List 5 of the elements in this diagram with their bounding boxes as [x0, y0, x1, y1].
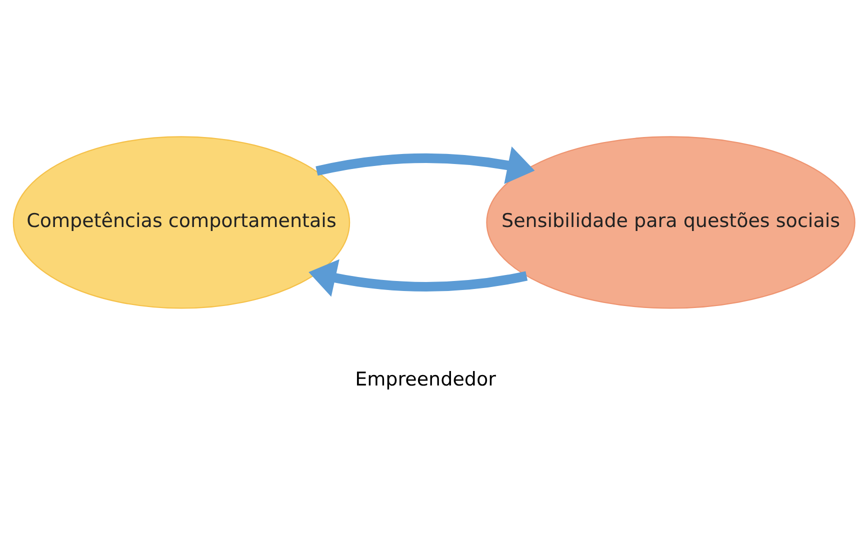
arrow: [308, 259, 528, 297]
node-ellipse: Sensibilidade para questões sociais: [486, 136, 856, 309]
node-ellipse: Competências comportamentais: [12, 136, 350, 309]
label: Empreendedor: [355, 368, 496, 390]
arrow: [316, 146, 535, 184]
